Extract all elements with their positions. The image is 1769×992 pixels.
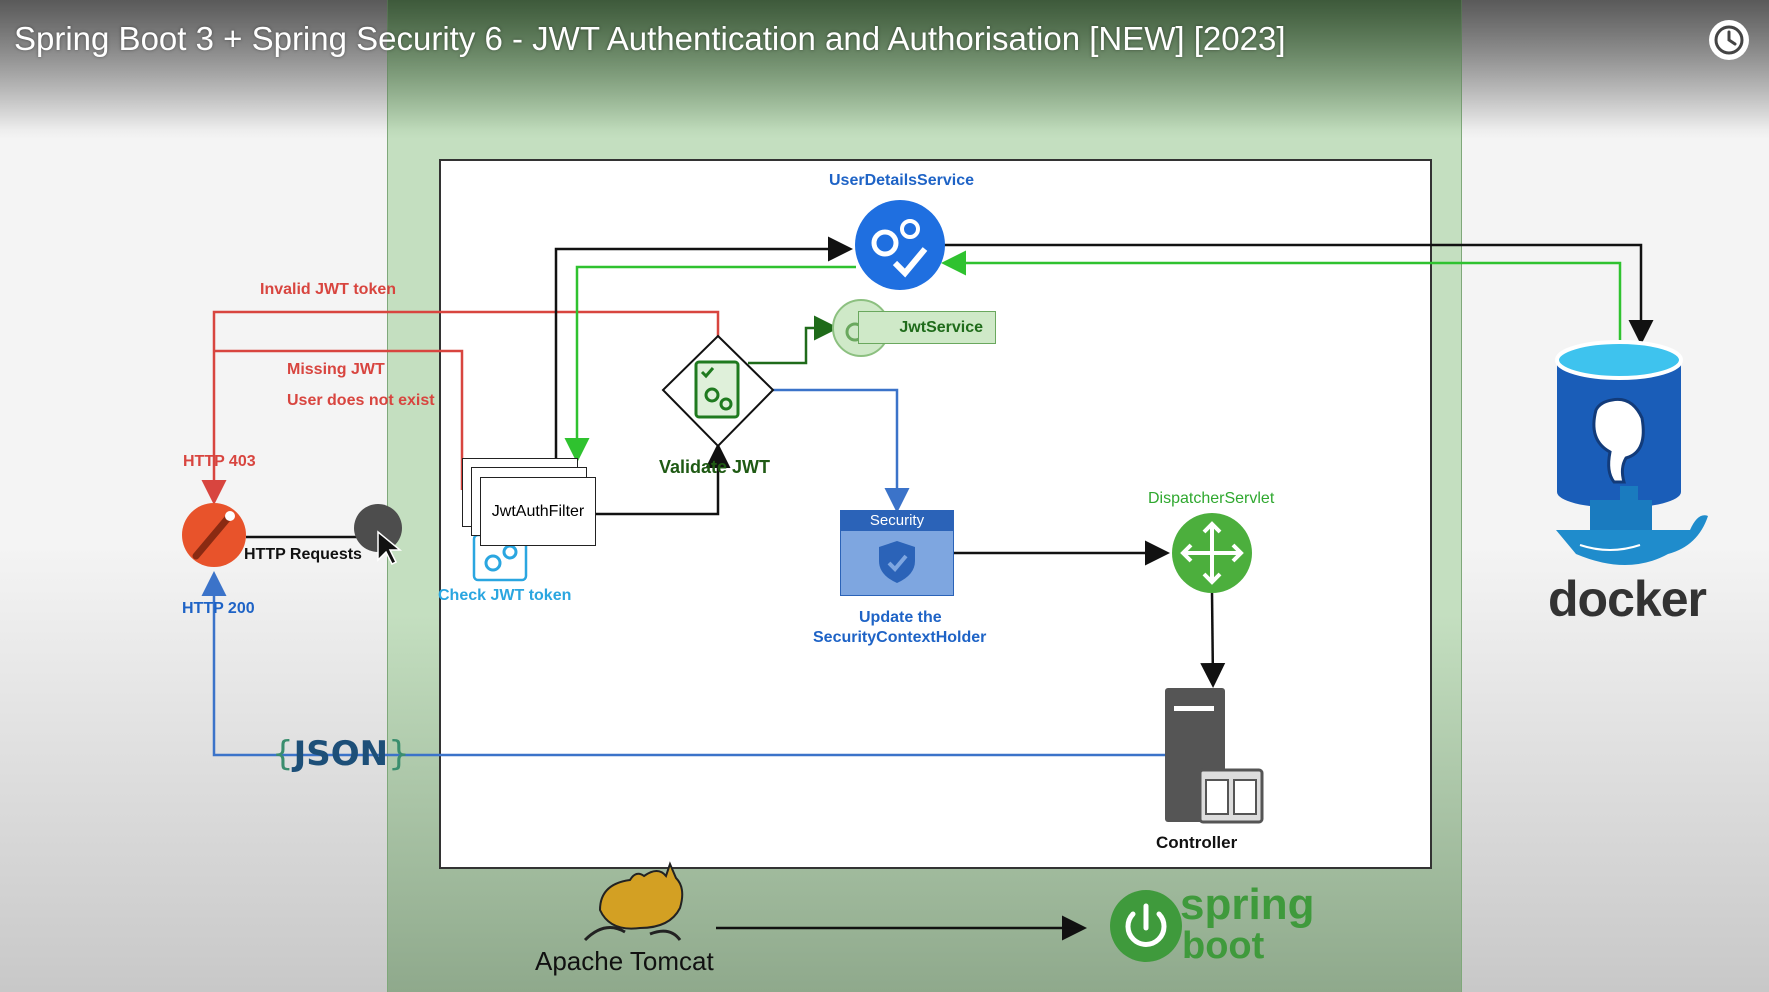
filter-to-validate-path (594, 443, 731, 516)
json-badge: {JSON} (272, 734, 410, 774)
gear-check-icon (855, 200, 945, 290)
validate-jwt-label: Validate JWT (659, 457, 771, 477)
tomcat-cat-icon (583, 861, 684, 942)
docker-whale-icon (1556, 486, 1708, 565)
spring-logo-text: spring (1180, 880, 1315, 929)
security-header: Security (841, 511, 953, 531)
docker-logo-text: docker (1548, 571, 1707, 627)
http-requests-label: HTTP Requests (244, 546, 362, 563)
cursor-icon (354, 504, 403, 566)
boot-logo-text: boot (1182, 925, 1265, 967)
invalid-jwt-label: Invalid JWT token (260, 281, 397, 298)
update-label-line2: SecurityContextHolder (813, 629, 987, 646)
document-gears-icon (661, 334, 775, 448)
missing-jwt-label: Missing JWT (287, 361, 385, 378)
jwt-service-box[interactable]: JwtService (858, 311, 996, 344)
http-403-label: HTTP 403 (183, 453, 256, 470)
userdetails-to-db-path (943, 243, 1654, 345)
user-details-service-label: UserDetailsService (829, 172, 974, 189)
user-not-exist-label: User does not exist (287, 392, 435, 409)
spring-power-icon (1110, 890, 1182, 962)
invalid-jwt-path (201, 310, 720, 505)
apache-tomcat-label: Apache Tomcat (535, 946, 714, 976)
shield-check-icon (879, 541, 915, 583)
validate-to-security-path (772, 388, 910, 513)
check-jwt-label: Check JWT token (438, 587, 572, 604)
router-icon (1172, 513, 1252, 593)
postgres-elephant-icon (1555, 340, 1683, 508)
video-title: Spring Boot 3 + Spring Security 6 - JWT … (14, 20, 1286, 57)
postman-icon (182, 503, 246, 567)
filter-to-userdetails-path (554, 236, 853, 458)
db-to-userdetails-path (941, 250, 1622, 342)
userdetails-to-filter-path (564, 265, 856, 463)
dispatcher-to-controller-path (1200, 591, 1226, 688)
dispatcher-servlet-label: DispatcherServlet (1148, 490, 1275, 507)
http-200-label: HTTP 200 (182, 600, 255, 617)
update-label-line1: Update the (859, 609, 942, 626)
title-shade (0, 0, 1769, 130)
jwt-auth-filter[interactable]: JwtAuthFilter (480, 477, 596, 546)
watch-later-button[interactable] (1709, 20, 1749, 60)
controller-label: Controller (1156, 833, 1238, 852)
validate-to-jwtservice-path (748, 315, 839, 365)
json-text: JSON (293, 734, 389, 774)
clock-icon (1714, 25, 1744, 55)
security-context-box[interactable]: Security (840, 510, 954, 596)
missing-jwt-path (214, 349, 464, 490)
http-200-path (201, 571, 1165, 757)
server-icon (1165, 688, 1264, 824)
